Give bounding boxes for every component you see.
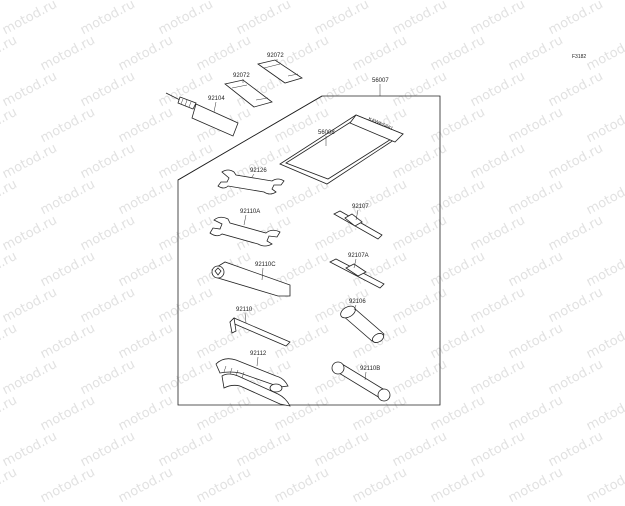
part-label-92110b[interactable]: 92110B (360, 366, 380, 372)
leader-92110c (261, 267, 264, 281)
tool-kit-boundary (177, 95, 441, 406)
part-label-56008[interactable]: 56008 (318, 130, 335, 136)
part-label-92110a[interactable]: 92110A (240, 209, 260, 215)
screwdriver (165, 92, 239, 137)
part-label-92126[interactable]: 92126 (250, 168, 267, 174)
watermark-text: motod.ru (583, 464, 625, 506)
watermark-text: motod.ru (115, 464, 176, 506)
leader-92107a (353, 258, 357, 269)
rubber-band-upper (257, 59, 303, 84)
pliers (215, 358, 291, 407)
leader-92126 (251, 173, 255, 178)
kit-boundary-diagonal (177, 95, 323, 181)
leader-92110 (244, 312, 247, 324)
leader-92112 (256, 356, 259, 367)
watermark-text: motod.ru (505, 464, 566, 506)
leader-92107 (355, 209, 359, 221)
watermark-text: motod.ru (271, 464, 332, 506)
part-label-92110c[interactable]: 92110C (255, 262, 276, 268)
watermark-text: motod.ru (37, 464, 98, 506)
part-label-92106[interactable]: 92106 (349, 299, 366, 305)
screwdriver-bit-92107 (333, 210, 383, 240)
leader-92104 (213, 101, 217, 113)
box-wrench-92110b (331, 361, 391, 402)
tool-kit-diagram: F3182 56007 KAWASAKI 56008 92072 92 (165, 53, 586, 407)
watermark-text: motod.ru (0, 464, 20, 506)
part-label-92104[interactable]: 92104 (208, 96, 225, 102)
part-label-92107[interactable]: 92107 (352, 204, 369, 210)
box-wrench-92110c (211, 261, 291, 297)
part-label-92107a[interactable]: 92107A (348, 253, 369, 259)
screwdriver-bit-92107a (329, 258, 385, 289)
wrench-92126 (217, 169, 285, 195)
watermark-text: motod.ru (427, 464, 488, 506)
part-label-92072-a[interactable]: 92072 (267, 53, 284, 59)
part-label-56007[interactable]: 56007 (372, 78, 389, 84)
leader-92110b (364, 371, 367, 381)
watermark-text: motod.ru (349, 464, 410, 506)
leader-92110a (243, 214, 247, 226)
tool-bag: KAWASAKI (279, 114, 404, 185)
part-label-92072-b[interactable]: 92072 (233, 73, 250, 79)
rubber-band-lower (224, 79, 273, 108)
leader-92106 (353, 304, 357, 311)
hex-key (229, 317, 291, 347)
wrench-92110a (209, 216, 281, 247)
watermark-text: motod.ru (193, 464, 254, 506)
part-label-92110[interactable]: 92110 (236, 307, 253, 313)
socket-handle-92106 (340, 305, 385, 343)
part-label-92112[interactable]: 92112 (250, 351, 267, 357)
figure-code: F3182 (572, 54, 586, 60)
